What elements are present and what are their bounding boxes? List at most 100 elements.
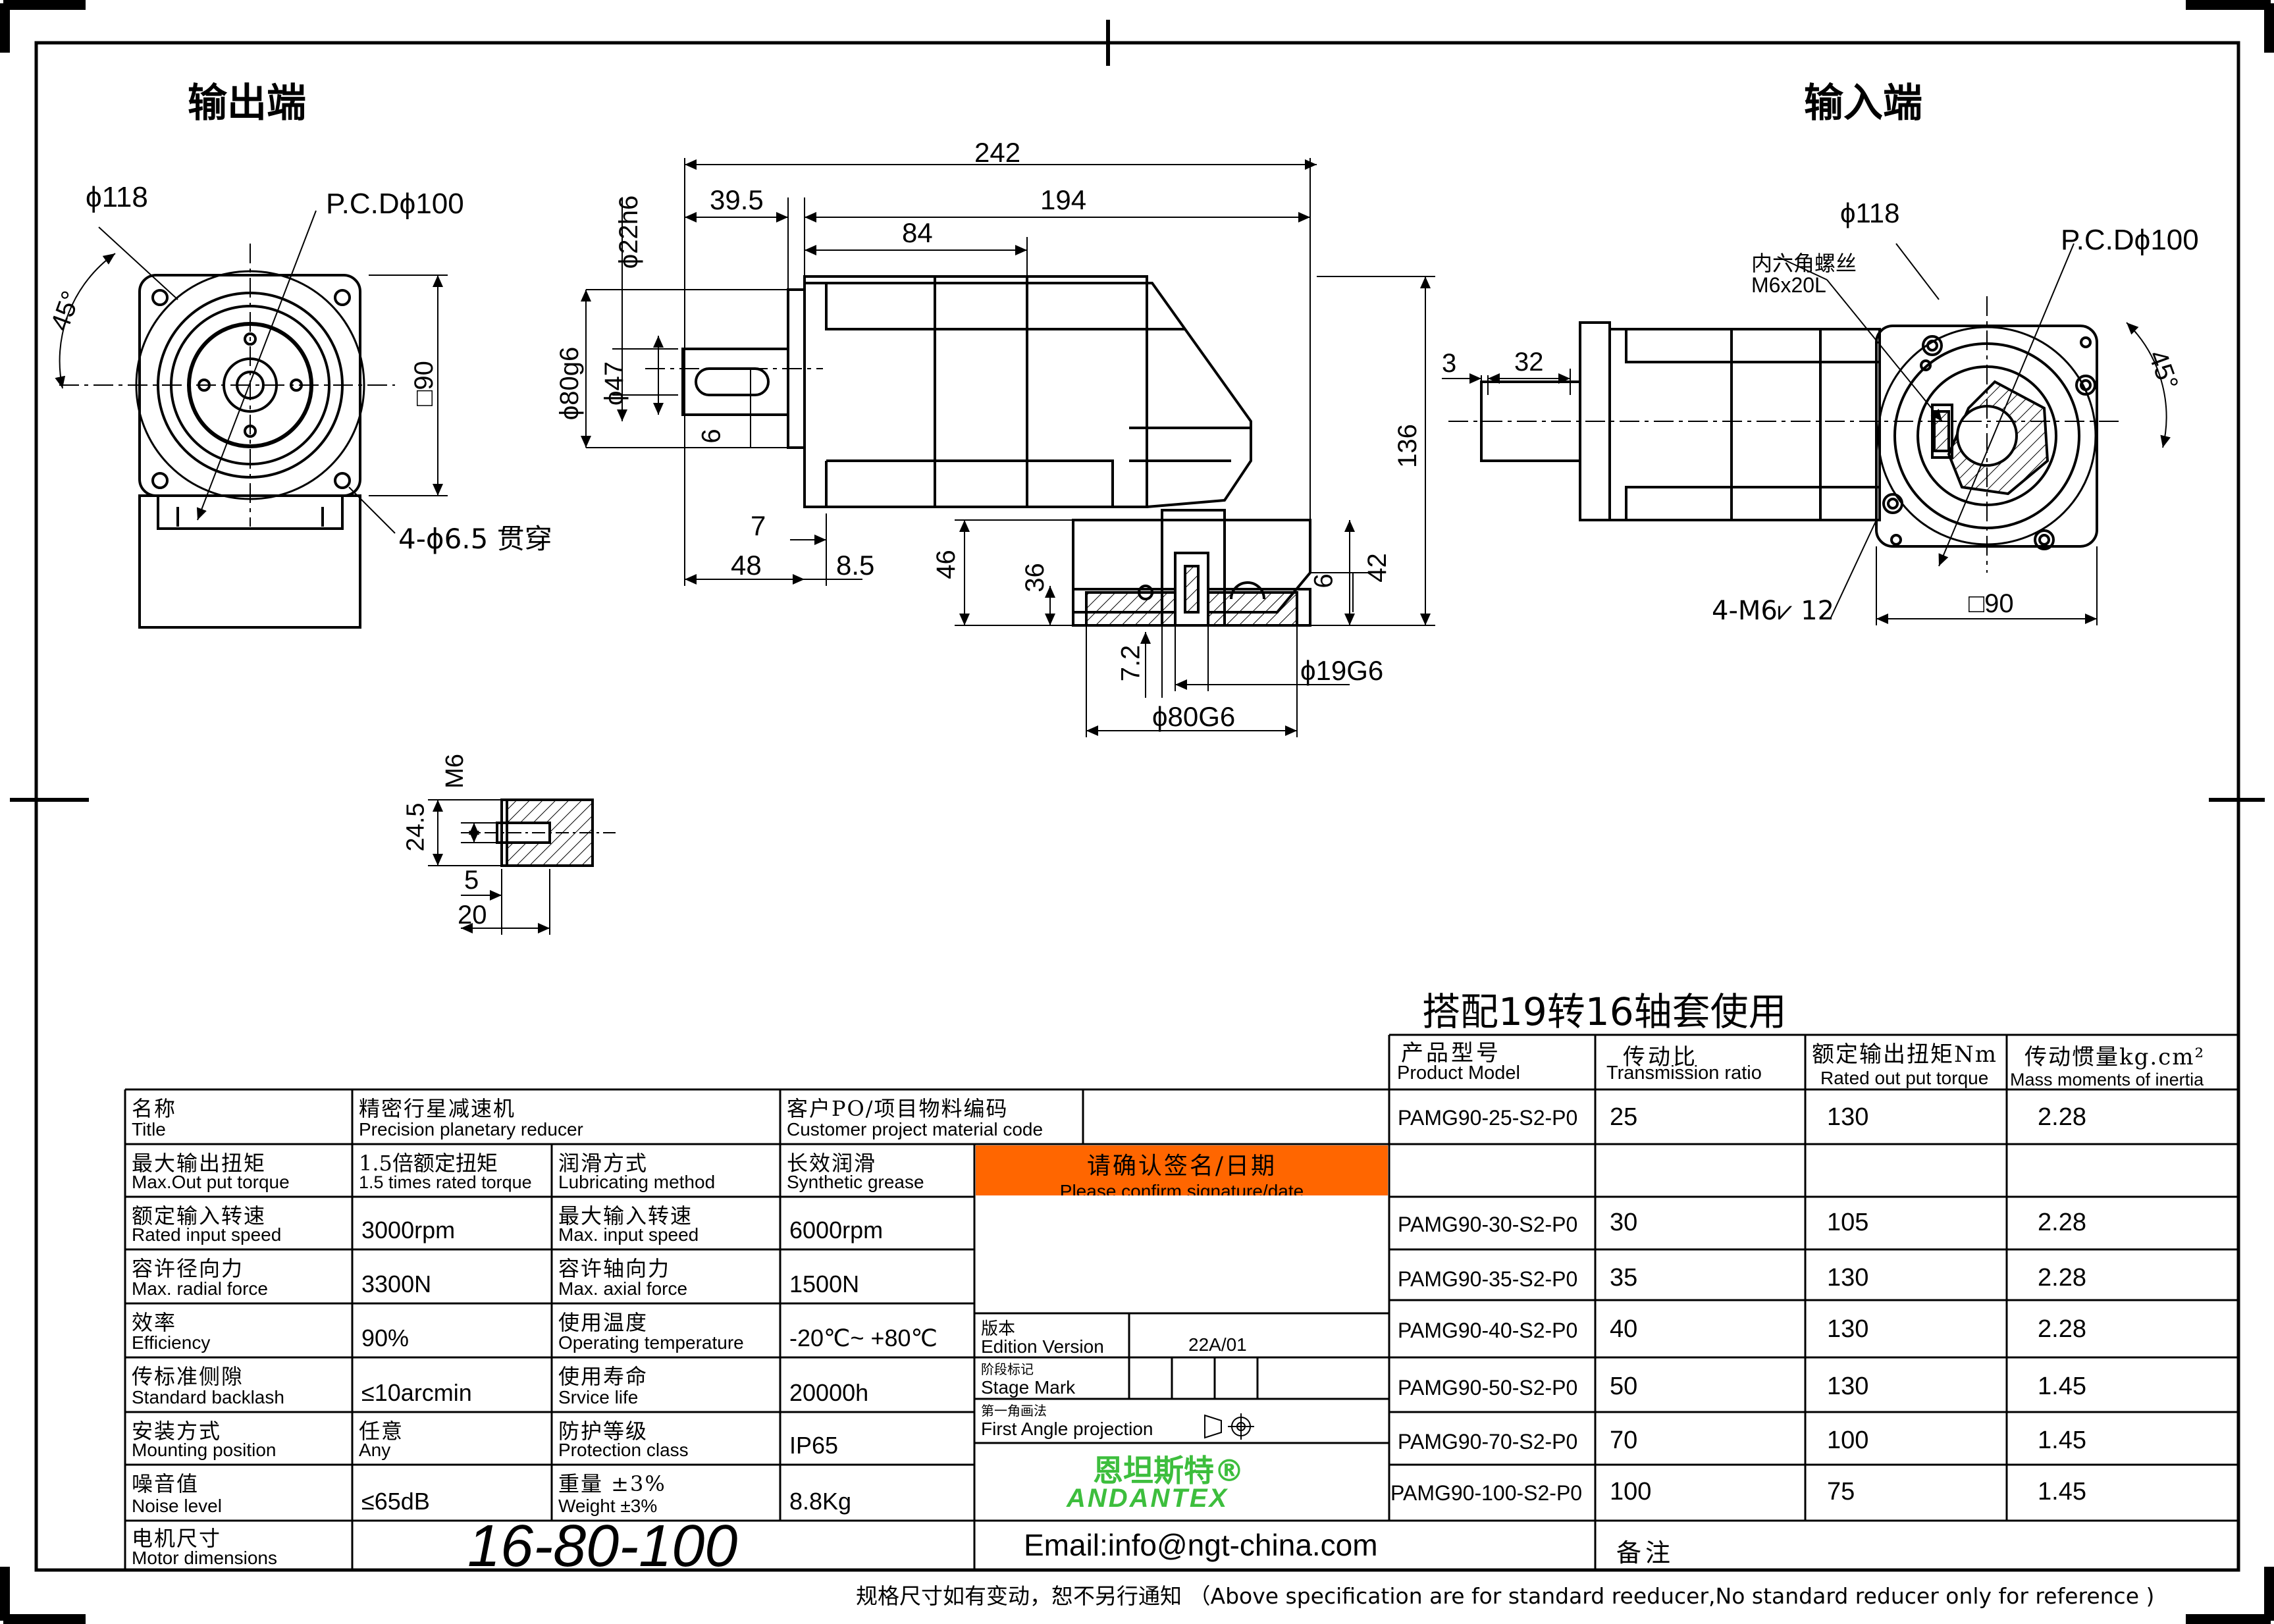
table-row-3-inertia: 2.28 [2038,1264,2086,1292]
spec-cust-cell: 客户PO/项目物料编码 Customer project material co… [781,1091,1082,1143]
spec-life-val-cell: 20000h [781,1359,973,1411]
table-row-4-ratio: 40 [1610,1315,1638,1343]
input-end-label: 输入端 [1804,80,1922,126]
table-row-0-inertia: 2.28 [2038,1103,2086,1131]
spec-maxout-val-cell: 1.5倍额定扭矩 1.5 times rated torque [354,1145,550,1195]
spec-title-val-en: Precision planetary reducer [359,1119,583,1139]
dim-46: 46 [931,550,961,579]
hdr-inertia-zh: 传动惯量kg.cm² [2024,1044,2206,1070]
brand-logo-en: ANDANTEX [1067,1484,1229,1513]
spec-cust-en: Customer project material code [787,1119,1044,1139]
dim-7-2: 7.2 [1116,644,1146,682]
edition-zh: 版本 [981,1319,1016,1339]
stage-zh: 阶段标记 [981,1361,1034,1377]
spec-maxout-val-zh: 1.5倍额定扭矩 [359,1151,498,1176]
spec-weight-val-cell: 8.8Kg [781,1466,973,1519]
spec-rated-in-en: Rated input speed [132,1224,282,1245]
spec-axial-cell: 容许轴向力 Max. axial force [553,1251,779,1302]
table-row-5-torque: 130 [1827,1373,1869,1400]
spec-motor-cell: 电机尺寸 Motor dimensions [126,1522,351,1569]
dim-24-5: 24.5 [402,802,430,852]
spec-title-cell: 名称 Title [126,1091,351,1143]
spec-radial-en: Max. radial force [132,1278,268,1299]
table-row-6-torque: 100 [1827,1427,1869,1454]
table-row-6-ratio: 70 [1610,1427,1638,1454]
spec-mount-zh: 安装方式 [132,1419,222,1444]
hdr-model-zh: 产品型号 [1401,1040,1501,1066]
spec-weight-zh: 重量 ±3% [558,1471,666,1496]
dim-22h6: ϕ22h6 [614,195,644,269]
spec-rated-in-val: 3000rpm [361,1217,456,1244]
table-row-0-torque: 130 [1827,1103,1869,1131]
spec-lub-en: Lubricating method [558,1172,716,1192]
spec-life-zh: 使用寿命 [558,1364,648,1389]
spec-noise-zh: 噪音值 [132,1471,199,1496]
spec-weight-en: Weight ±3% [558,1496,658,1516]
spec-maxout-zh: 最大输出扭矩 [132,1151,267,1176]
spec-title-val-cell: 精密行星减速机 Precision planetary reducer [354,1091,779,1143]
dim-242: 242 [974,137,1021,168]
edition-val: 22A/01 [1188,1334,1247,1355]
table-grid [124,1034,2238,1571]
table-row-2-inertia: 2.28 [2038,1209,2086,1236]
spec-eff-cell: 效率 Efficiency [126,1305,351,1356]
table-row-2-torque: 105 [1827,1209,1869,1236]
spec-radial-cell: 容许径向力 Max. radial force [126,1251,351,1302]
stage-en: Stage Mark [981,1377,1076,1398]
dim-80G6: ϕ80G6 [1152,701,1236,732]
spec-maxout-en: Max.Out put torque [132,1172,290,1192]
note-title: 搭配19转16轴套使用 [1422,989,1787,1034]
output-end-label: 输出端 [188,80,306,126]
spec-prot-cell: 防护等级 Protection class [553,1413,779,1463]
spec-max-in-cell: 最大输入转速 Max. input speed [553,1198,779,1248]
dim-36: 36 [1020,563,1049,592]
dim-m6: M6 [440,754,469,789]
spec-lub-val-en: Synthetic grease [787,1172,924,1192]
dim-8-5: 8.5 [836,550,875,581]
spec-radial-val-cell: 3300N [354,1251,550,1302]
contact-email: Email:info@ngt-china.com [1024,1528,1378,1562]
spec-eff-val: 90% [361,1324,410,1351]
spec-title-val-zh: 精密行星减速机 [359,1096,516,1121]
spec-rated-in-cell: 额定输入转速 Rated input speed [126,1198,351,1248]
table-row-5-inertia: 1.45 [2038,1373,2086,1400]
dim-194: 194 [1040,184,1087,215]
spec-cust-zh: 客户PO/项目物料编码 [787,1096,1009,1121]
confirm-cell: 请确认签名/日期 Please confirm signature/date [976,1145,1388,1195]
dim-136: 136 [1392,424,1422,468]
table-row-6-inertia: 1.45 [2038,1427,2086,1454]
table-row-3-torque: 130 [1827,1264,1869,1292]
spec-backlash-val-cell: ≤10arcmin [354,1359,550,1411]
spec-temp-en: Operating temperature [558,1332,744,1353]
spec-axial-val: 1500N [789,1270,860,1297]
spec-max-in-val-cell: 6000rpm [781,1198,973,1248]
spec-max-in-en: Max. input speed [558,1224,699,1245]
table-row-2-ratio: 30 [1610,1209,1638,1236]
spec-backlash-zh: 传标准侧隙 [132,1364,244,1389]
table-row-2-model: PAMG90-30-S2-P0 [1398,1213,1578,1236]
spec-backlash-val: ≤10arcmin [361,1379,472,1406]
spec-weight-cell: 重量 ±3% Weight ±3% [553,1466,779,1519]
spec-radial-val: 3300N [361,1270,432,1297]
spec-prot-zh: 防护等级 [558,1419,648,1444]
footer-note: 规格尺寸如有变动，恕不另行通知 （Above specification are… [856,1583,2155,1609]
remark-label: 备注 [1616,1538,1675,1567]
dim-square-left: □90 [409,361,438,406]
dim-7: 7 [751,510,766,541]
dim-20: 20 [458,901,487,930]
confirm-banner [976,1145,1388,1195]
spec-maxout-val-en: 1.5 times rated torque [359,1172,532,1192]
input-end-view [1442,243,2171,625]
spec-backlash-en: Standard backlash [132,1387,284,1407]
edition-en: Edition Version [981,1336,1104,1357]
key-detail-view [428,799,616,935]
spec-noise-en: Noise level [132,1496,222,1516]
spec-rated-in-zh: 额定输入转速 [132,1203,267,1228]
dim-47: ϕ47 [599,361,629,406]
spec-backlash-cell: 传标准侧隙 Standard backlash [126,1359,351,1411]
dim-holes-left: 4-ϕ6.5 贯穿 [398,523,552,555]
table-row-7-model: PAMG90-100-S2-P0 [1390,1481,1583,1505]
dim-32: 32 [1514,348,1544,377]
spec-noise-val-cell: ≤65dB [354,1466,550,1519]
